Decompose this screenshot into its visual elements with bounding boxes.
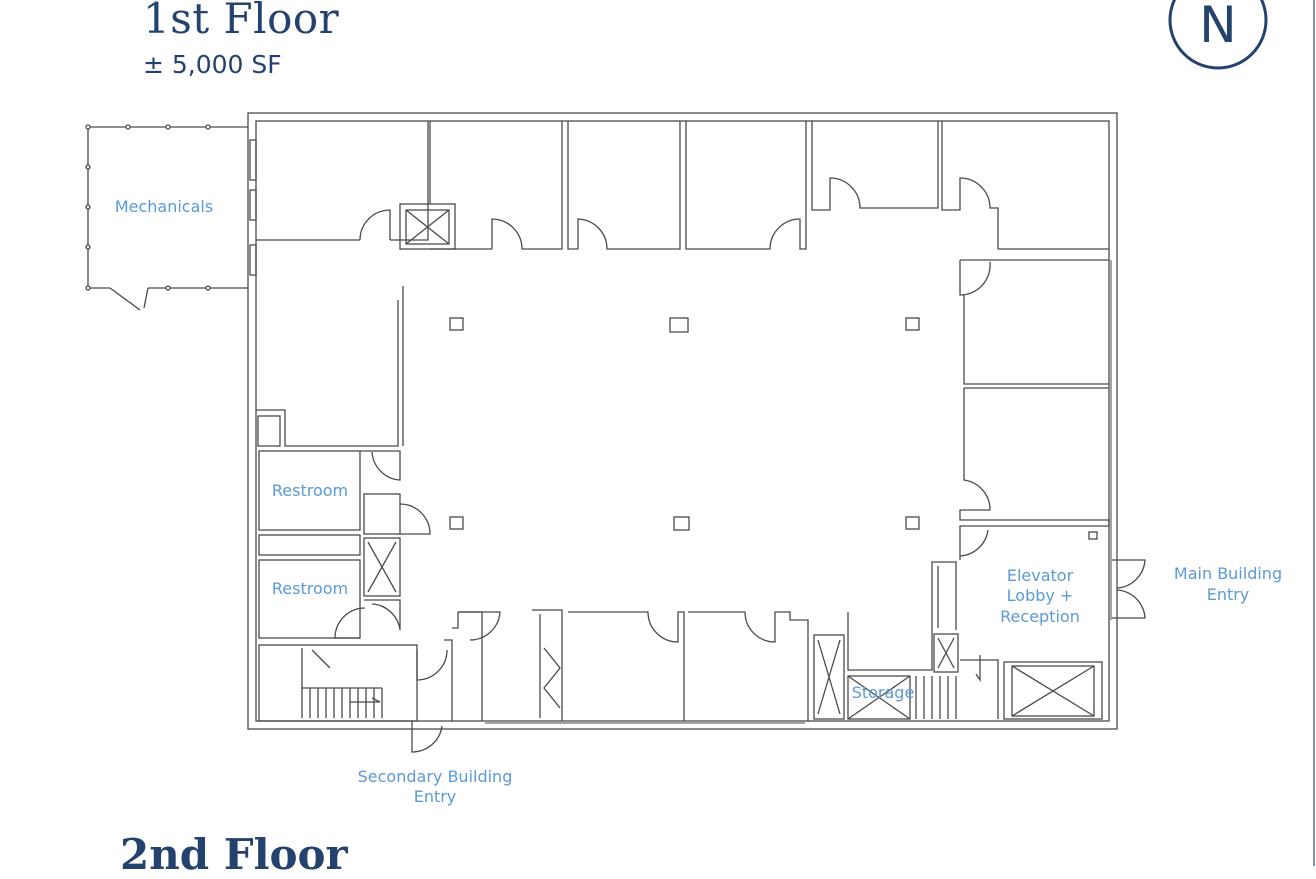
- label-secondary-entry-line2: Entry: [414, 787, 457, 806]
- label-storage: Storage: [852, 683, 915, 702]
- floor-area: ± 5,000 SF: [143, 50, 282, 79]
- stair-southwest: [258, 644, 418, 722]
- restroom-1-wall: [258, 450, 361, 531]
- label-restroom-2: Restroom: [272, 579, 348, 598]
- label-secondary-entry-line1: Secondary Building: [358, 767, 513, 786]
- label-elevator-lobby-line1: Elevator: [1007, 566, 1074, 585]
- main-entry-doors: [1112, 559, 1146, 619]
- inner-wall: [255, 120, 1110, 722]
- compass-letter: N: [1199, 0, 1236, 54]
- elevator-top: [399, 203, 456, 250]
- label-restroom-1: Restroom: [272, 481, 348, 500]
- outer-wall: [247, 112, 1118, 730]
- next-floor-title: 2nd Floor: [120, 830, 348, 879]
- label-main-entry-line2: Entry: [1207, 585, 1250, 604]
- label-elevator-lobby-line2: Lobby +: [1007, 586, 1074, 605]
- restroom-2-wall: [258, 559, 361, 639]
- elevator-bottom: [1003, 661, 1103, 720]
- floor-title: 1st Floor: [143, 0, 340, 43]
- north-compass-icon: N: [1168, 0, 1268, 70]
- label-elevator-lobby-line3: Reception: [1000, 607, 1080, 626]
- storage-room: [847, 675, 911, 720]
- label-main-entry-line1: Main Building: [1174, 564, 1282, 583]
- secondary-entry-door: [411, 721, 443, 753]
- shaft-bottom: [813, 634, 845, 720]
- page-edge-rule: [1313, 0, 1315, 866]
- label-mechanicals: Mechanicals: [115, 197, 213, 216]
- structural-columns: [449, 317, 920, 531]
